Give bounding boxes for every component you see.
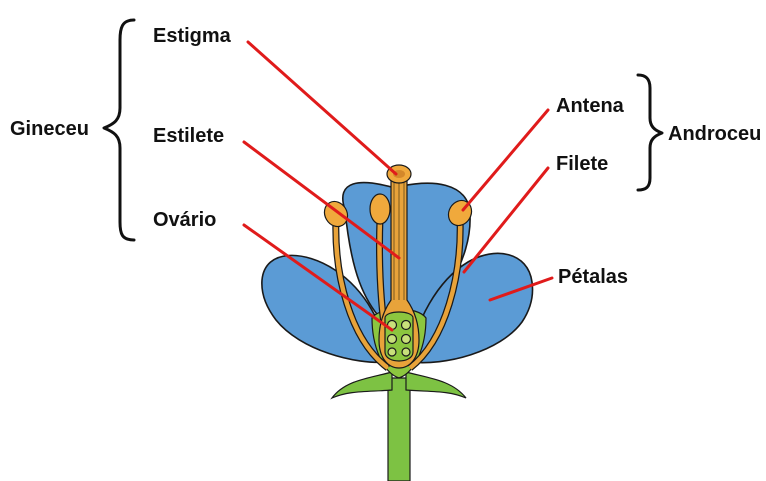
label-petalas: Pétalas [558,266,628,288]
label-antena: Antena [556,95,625,117]
brace-gineceu [104,20,134,240]
sepal-right [406,372,466,398]
brace-androceu [638,75,662,190]
anther-left-inner [370,194,390,224]
sepal-left [332,372,392,398]
label-estigma: Estigma [153,25,232,47]
label-estilete: Estilete [153,125,224,147]
stem [332,372,466,481]
label-filete: Filete [556,153,608,175]
leader-estigma [248,42,396,174]
label-androceu: Androceu [668,123,761,145]
label-ovario: Ovário [153,209,216,231]
label-gineceu: Gineceu [10,118,89,140]
leader-antena [463,110,548,210]
